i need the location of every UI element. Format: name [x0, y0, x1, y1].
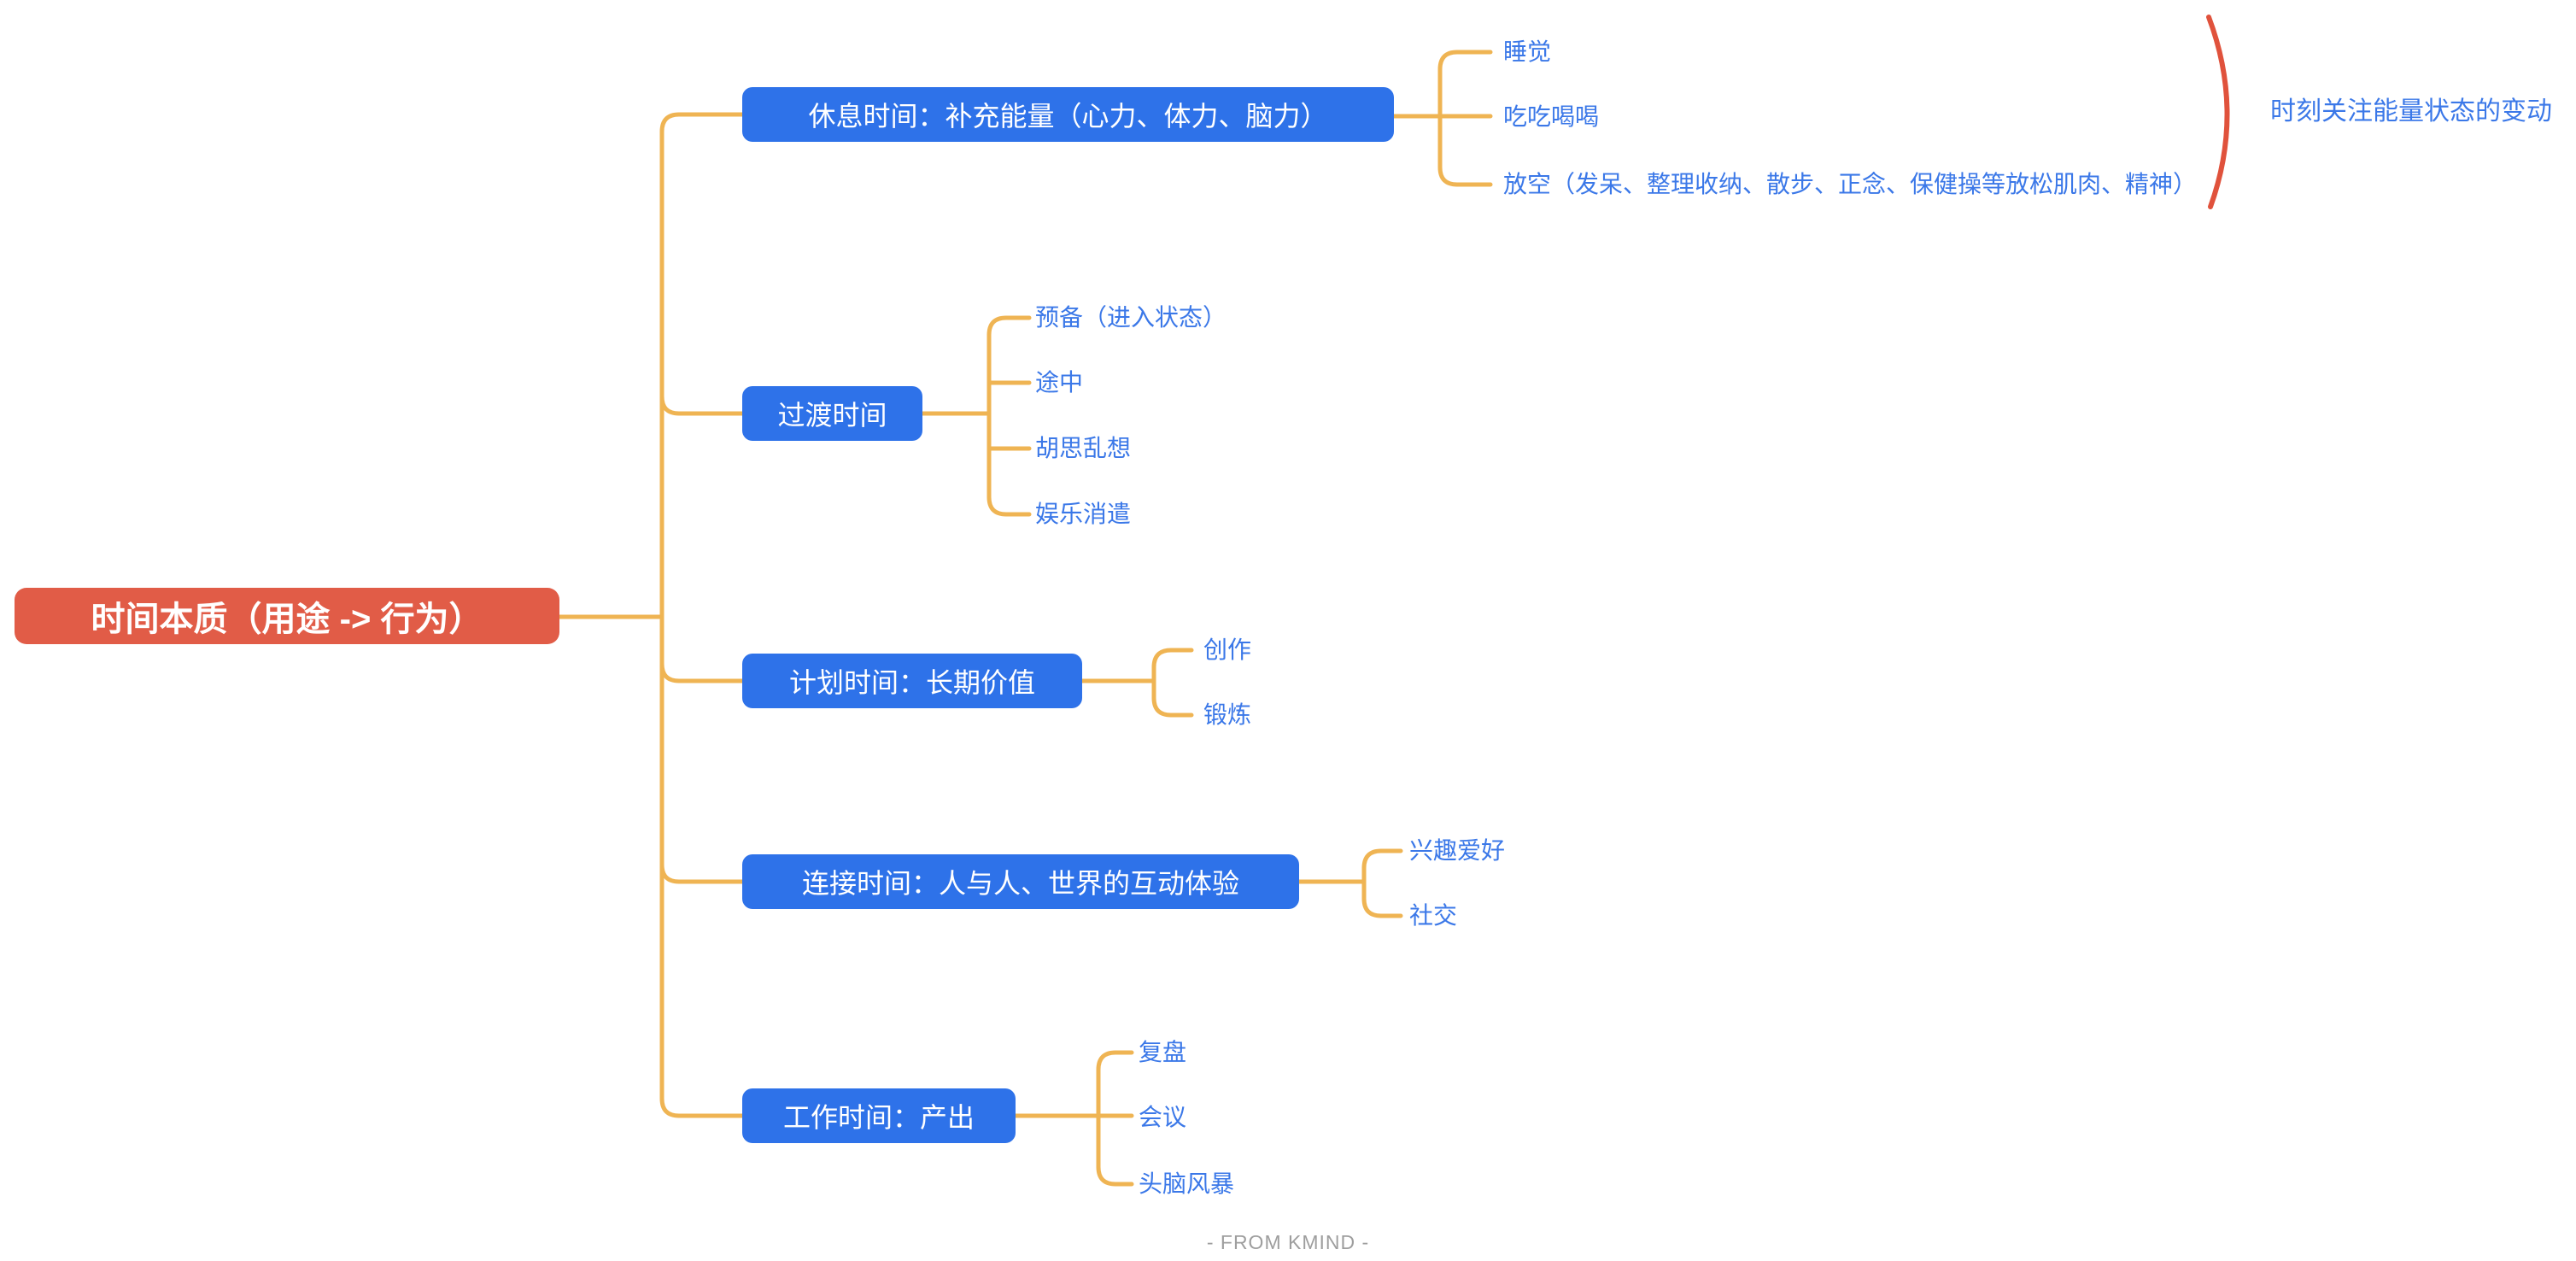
child-node-unwind[interactable]: 放空（发呆、整理收纳、散步、正念、保健操等放松肌肉、精神） — [1503, 171, 2198, 197]
child-node-prepare[interactable]: 预备（进入状态） — [1035, 304, 1227, 331]
annotation-text[interactable]: 时刻关注能量状态的变动 — [2270, 97, 2552, 126]
branch-node-plan-time[interactable]: 计划时间：长期价值 — [742, 654, 1082, 708]
branch4-children-connector — [1297, 848, 1403, 918]
branch-node-work-time[interactable]: 工作时间：产出 — [742, 1088, 1016, 1143]
child-node-social[interactable]: 社交 — [1409, 902, 1458, 929]
child-node-daydreaming[interactable]: 胡思乱想 — [1035, 435, 1132, 461]
branch2-elbow-connector — [659, 394, 745, 416]
branch2-children-connector — [920, 315, 1032, 517]
annotation-bracket — [2206, 15, 2230, 209]
branch4-elbow-connector — [659, 862, 745, 884]
branch-node-rest-time[interactable]: 休息时间：补充能量（心力、体力、脑力） — [742, 87, 1394, 142]
root-node[interactable]: 时间本质（用途 -> 行为） — [15, 588, 559, 644]
kmind-watermark: - FROM KMIND - — [1206, 1231, 1370, 1253]
child-node-exercise[interactable]: 锻炼 — [1203, 701, 1252, 728]
child-node-create[interactable]: 创作 — [1203, 636, 1252, 663]
trunk-connector — [659, 112, 745, 1118]
branch3-elbow-connector — [659, 661, 745, 683]
branch-node-connect-time[interactable]: 连接时间：人与人、世界的互动体验 — [742, 854, 1299, 909]
child-node-hobbies[interactable]: 兴趣爱好 — [1409, 837, 1506, 864]
child-node-entertainment[interactable]: 娱乐消遣 — [1035, 501, 1132, 527]
child-node-meeting[interactable]: 会议 — [1139, 1104, 1187, 1130]
branch1-children-connector — [1391, 50, 1493, 187]
child-node-brainstorm[interactable]: 头脑风暴 — [1139, 1170, 1235, 1197]
child-node-eat-drink[interactable]: 吃吃喝喝 — [1503, 103, 1600, 130]
branch5-children-connector — [1013, 1050, 1134, 1187]
branch-node-transition-time[interactable]: 过渡时间 — [742, 386, 922, 441]
child-node-review[interactable]: 复盘 — [1139, 1039, 1187, 1065]
child-node-on-the-way[interactable]: 途中 — [1035, 369, 1084, 396]
child-node-sleep[interactable]: 睡觉 — [1503, 38, 1552, 65]
branch3-children-connector — [1080, 648, 1194, 718]
